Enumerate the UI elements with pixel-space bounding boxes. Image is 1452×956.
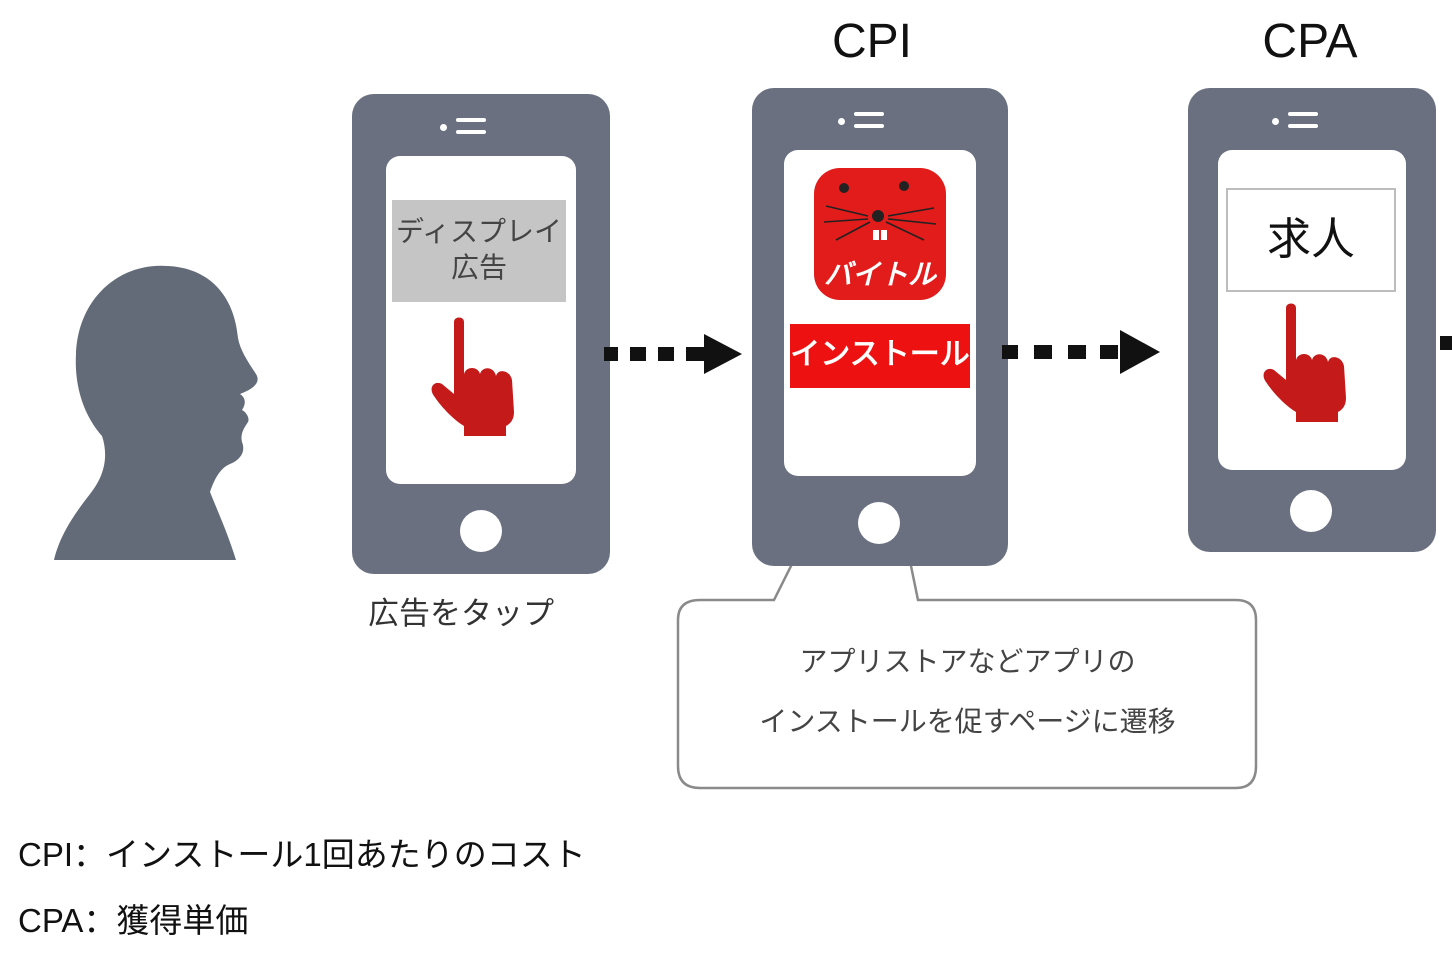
phone-ad: ディスプレイ 広告 bbox=[352, 94, 610, 574]
tap-hand-icon bbox=[1263, 303, 1346, 422]
app-icon-name: バイトル bbox=[824, 258, 938, 291]
legend-cpi: CPI：インストール1回あたりのコスト bbox=[18, 836, 586, 873]
display-ad-line2: 広告 bbox=[450, 251, 507, 284]
app-icon-baitoru[interactable]: バイトル bbox=[812, 166, 948, 302]
install-button[interactable]: インストール bbox=[790, 324, 970, 388]
home-button[interactable] bbox=[460, 510, 502, 552]
phone-speaker bbox=[440, 116, 490, 138]
arrow-fragment bbox=[1440, 336, 1452, 350]
callout-bubble bbox=[676, 392, 1258, 790]
arrow-right-icon bbox=[604, 334, 742, 374]
callout-line1: アプリストアなどアプリの bbox=[799, 645, 1136, 678]
phone-job: 求人 bbox=[1188, 88, 1436, 552]
caption-tap-ad: 広告をタップ bbox=[368, 596, 554, 632]
home-button[interactable] bbox=[858, 502, 900, 544]
arrow-right-icon bbox=[1002, 330, 1160, 374]
job-listing[interactable]: 求人 bbox=[1226, 188, 1396, 292]
tap-hand-icon bbox=[431, 317, 514, 436]
phone-speaker bbox=[1272, 110, 1322, 132]
legend-cpa: CPA：獲得単価 bbox=[18, 902, 249, 939]
callout-line2: インストールを促すページに遷移 bbox=[759, 705, 1176, 738]
stage-label-cpi: CPI bbox=[831, 15, 912, 68]
person-silhouette-icon bbox=[54, 265, 258, 560]
callout-text: アプリストアなどアプリの インストールを促すページに遷移 bbox=[676, 632, 1259, 752]
stage-label-cpa: CPA bbox=[1262, 15, 1358, 68]
phone-install: バイトル インストール bbox=[752, 88, 1008, 566]
phone-speaker bbox=[838, 110, 888, 132]
display-ad[interactable]: ディスプレイ 広告 bbox=[392, 200, 566, 302]
home-button[interactable] bbox=[1290, 490, 1332, 532]
display-ad-line1: ディスプレイ bbox=[395, 215, 563, 248]
